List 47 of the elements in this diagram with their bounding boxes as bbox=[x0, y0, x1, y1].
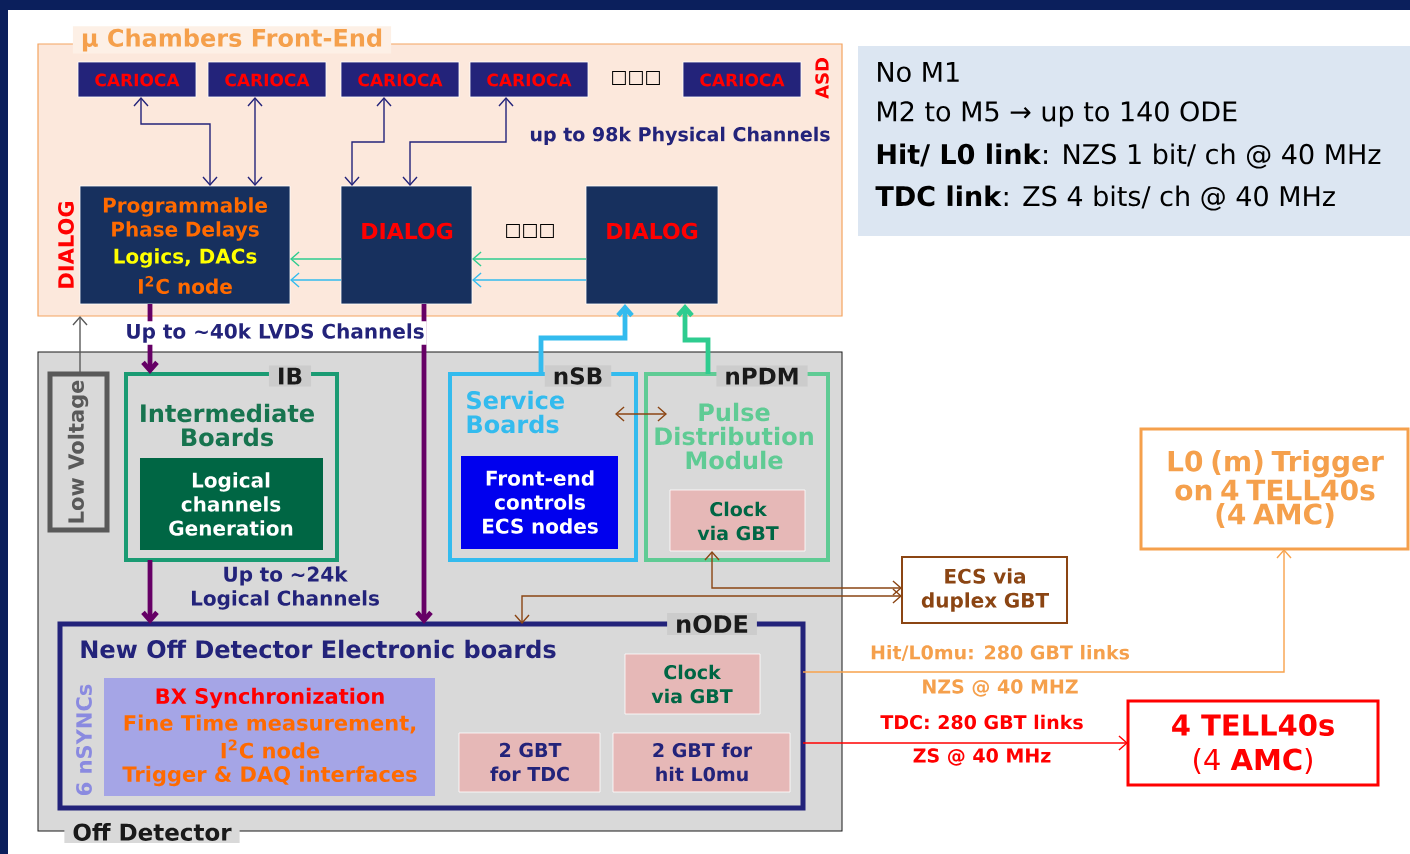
arrow bbox=[704, 551, 902, 596]
annotation-text: NZS @ 40 MHZ bbox=[919, 677, 1081, 699]
edge-label: Hit/L0mu: 280 GBT links bbox=[868, 642, 1132, 664]
annotation-text: Up to ~40k LVDS Channels bbox=[123, 321, 427, 345]
clock-box: Clock via GBT bbox=[624, 653, 761, 715]
arrow bbox=[402, 97, 514, 186]
ecs-box: ECS via duplex GBT bbox=[901, 556, 1068, 624]
link-box: 2 GBT for TDC bbox=[458, 732, 601, 793]
ellipsis-squares: □□□ bbox=[506, 224, 554, 238]
vertical-label: ASD bbox=[815, 58, 829, 99]
arrow bbox=[802, 735, 1128, 751]
ellipsis-squares: □□□ bbox=[612, 71, 660, 85]
chip-box: CARIOCA bbox=[207, 61, 327, 98]
chip-box: CARIOCA bbox=[682, 61, 802, 98]
arrow bbox=[247, 97, 263, 186]
annotation-text: ZS @ 40 MHz bbox=[910, 746, 1054, 768]
dialog-box: DIALOG bbox=[585, 185, 719, 305]
dialog-box: DIALOG bbox=[340, 185, 473, 305]
arrow bbox=[290, 272, 342, 288]
info-panel: No M1 M2 to M5 → up to 140 ODE Hit/ L0 link: NZS 1 bit/ ch @ 40 MHz TDC link: ZS 4 bits/ ch @ 40 MHz bbox=[858, 46, 1410, 236]
arrow bbox=[141, 560, 159, 624]
dialog-box: Programmable Phase Delays Logics, DACs I$^{2}$C node bbox=[79, 185, 291, 305]
arrow bbox=[344, 97, 392, 186]
function-box: BX Synchronization Fine Time measurement, I$^{2}$C node Trigger & DAQ interfaces bbox=[104, 678, 435, 796]
readout-box: 4 TELL40s (4 AMC) bbox=[1126, 699, 1380, 787]
power-box: Low Voltage bbox=[47, 371, 110, 533]
arrow bbox=[290, 251, 342, 267]
chip-box: CARIOCA bbox=[77, 61, 197, 98]
function-box: Front-end controls ECS nodes bbox=[461, 456, 618, 549]
annotation-text: up to 98k Physical Channels bbox=[530, 126, 830, 146]
arrow bbox=[133, 97, 218, 186]
arrow bbox=[72, 316, 88, 375]
chip-box: CARIOCA bbox=[340, 61, 460, 98]
arrow bbox=[615, 406, 667, 422]
trigger-box: L0 (m) Trigger on 4 TELL40s (4 AMC) bbox=[1139, 427, 1410, 551]
link-box: 2 GBT for hit L0mu bbox=[612, 732, 791, 793]
arrow bbox=[802, 549, 1292, 673]
arrow bbox=[415, 304, 433, 624]
function-box: Logical channels Generation bbox=[140, 458, 323, 550]
arrow bbox=[676, 304, 711, 374]
arrow bbox=[472, 272, 587, 288]
clock-box: Clock via GBT bbox=[669, 489, 806, 552]
annotation-text: Up to ~24k Logical Channels bbox=[192, 566, 379, 610]
arrow bbox=[514, 588, 902, 624]
chip-box: CARIOCA bbox=[469, 61, 589, 98]
arrow bbox=[538, 304, 634, 374]
arrow bbox=[472, 251, 587, 267]
